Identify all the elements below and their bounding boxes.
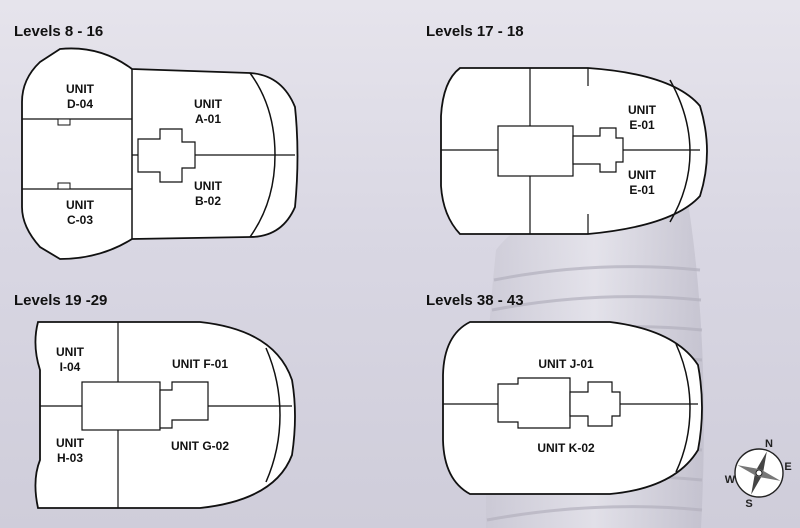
unit-label-a-01-line2: A-01	[195, 112, 221, 126]
unit-label-h-03-line1: UNIT	[56, 436, 85, 450]
unit-label-g-02: UNIT G-02	[171, 439, 229, 453]
unit-label-b-02-line2: B-02	[195, 194, 221, 208]
unit-label-c-03-line1: UNIT	[66, 198, 95, 212]
unit-label-h-03-line2: H-03	[57, 451, 83, 465]
unit-label-a-01-line1: UNIT	[194, 97, 223, 111]
unit-label-e-01-lower-line2: E-01	[629, 183, 655, 197]
unit-label-i-04-line1: UNIT	[56, 345, 85, 359]
floorplan-levels-19-29: UNIT I-04 UNIT F-01 UNIT H-03 UNIT G-02	[30, 320, 298, 510]
unit-label-f-01: UNIT F-01	[172, 357, 228, 371]
unit-label-k-02: UNIT K-02	[537, 441, 595, 455]
compass-e-label: E	[784, 461, 791, 473]
compass-rose-icon: N E S W	[725, 438, 792, 510]
panel-title-levels-8-16: Levels 8 - 16	[14, 23, 104, 40]
unit-label-e-01-lower-line1: UNIT	[628, 168, 657, 182]
unit-label-c-03-line2: C-03	[67, 213, 93, 227]
unit-label-e-01-upper-line1: UNIT	[628, 103, 657, 117]
unit-label-e-01-upper-line2: E-01	[629, 118, 655, 132]
floorplan-levels-8-16: UNIT D-04 UNIT A-01 UNIT B-02 UNIT C-03	[20, 47, 300, 262]
panel-title-levels-17-18: Levels 17 - 18	[426, 23, 524, 40]
floorplan-levels-17-18: UNIT E-01 UNIT E-01	[438, 66, 714, 238]
unit-label-b-02-line1: UNIT	[194, 179, 223, 193]
panel-title-levels-38-43: Levels 38 - 43	[426, 292, 524, 309]
unit-label-d-04-line2: D-04	[67, 97, 93, 111]
unit-label-i-04-line2: I-04	[60, 360, 81, 374]
floorplan-levels-38-43: UNIT J-01 UNIT K-02	[440, 320, 706, 496]
panel-title-levels-19-29: Levels 19 -29	[14, 292, 108, 309]
unit-label-d-04-line1: UNIT	[66, 82, 95, 96]
unit-label-j-01: UNIT J-01	[538, 357, 594, 371]
compass-n-label: N	[765, 438, 773, 450]
compass-w-label: W	[725, 474, 736, 486]
compass-s-label: S	[745, 498, 752, 510]
